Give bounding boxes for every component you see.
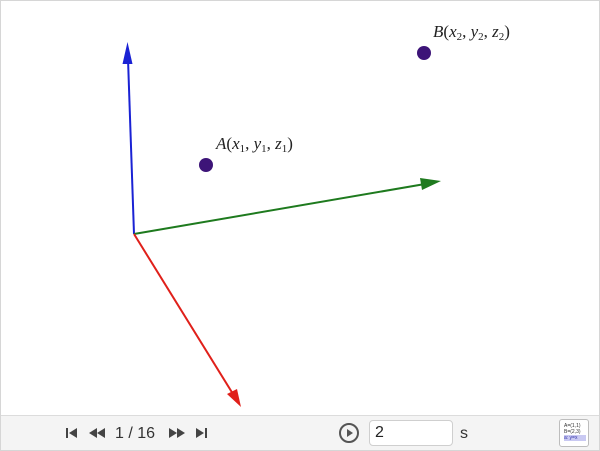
y-axis-arrow-icon xyxy=(420,178,441,190)
skip-to-last-icon[interactable] xyxy=(194,424,208,442)
point-a-x: x xyxy=(232,134,240,153)
point-a-label: A(x1, y1, z1) xyxy=(216,135,293,155)
point-a-z-sub: 1 xyxy=(281,143,288,155)
point-b-z: z xyxy=(492,22,499,41)
animation-speed-input[interactable] xyxy=(369,420,453,446)
point-a-z: z xyxy=(275,134,282,153)
skip-to-first-icon[interactable] xyxy=(65,424,79,442)
step-forward-icon[interactable] xyxy=(167,424,187,442)
navigation-bar: 1 / 16 s A=(1,1) B=(2,3) a: y=x xyxy=(1,415,599,450)
play-button[interactable] xyxy=(339,423,359,443)
point-b-open-paren: ( xyxy=(443,22,450,41)
z-axis xyxy=(127,58,135,235)
point-a-y-sub: 1 xyxy=(261,143,267,155)
play-icon xyxy=(347,429,353,437)
graphics-view-3d[interactable] xyxy=(1,1,599,415)
algebra-view-toggle-button[interactable]: A=(1,1) B=(2,3) a: y=x xyxy=(559,419,589,447)
x-axis xyxy=(133,233,234,395)
point-a-y: y xyxy=(253,134,262,153)
point-b-y: y xyxy=(470,22,479,41)
algebra-toggle-line1: A=(1,1) xyxy=(564,423,581,429)
algebra-toggle-line3: a: y=x xyxy=(564,435,586,441)
point-b-x: x xyxy=(449,22,457,41)
step-counter: 1 / 16 xyxy=(115,425,156,442)
point-b-comma1: , xyxy=(462,22,471,41)
point-b-close-paren: ) xyxy=(504,22,510,41)
point-b-x-sub: 2 xyxy=(456,31,463,43)
point-a-name: A xyxy=(216,134,227,153)
y-axis xyxy=(133,183,426,235)
step-back-icon[interactable] xyxy=(87,424,107,442)
point-b-label: B(x2, y2, z2) xyxy=(433,23,510,43)
point-b-comma2: , xyxy=(483,22,493,41)
point-a-x-sub: 1 xyxy=(239,143,246,155)
point-a-comma1: , xyxy=(245,134,254,153)
point-b[interactable] xyxy=(417,46,431,60)
point-a-comma2: , xyxy=(266,134,276,153)
point-b-z-sub: 2 xyxy=(498,31,505,43)
algebra-toggle-line2: B=(2,3) xyxy=(564,429,581,435)
speed-unit-label: s xyxy=(460,425,468,442)
point-b-name: B xyxy=(433,22,444,41)
point-a[interactable] xyxy=(199,158,213,172)
x-axis-arrow-icon xyxy=(227,389,241,407)
z-axis-arrow-icon xyxy=(122,42,133,64)
point-a-close-paren: ) xyxy=(287,134,293,153)
point-a-open-paren: ( xyxy=(226,134,233,153)
point-b-y-sub: 2 xyxy=(478,31,484,43)
